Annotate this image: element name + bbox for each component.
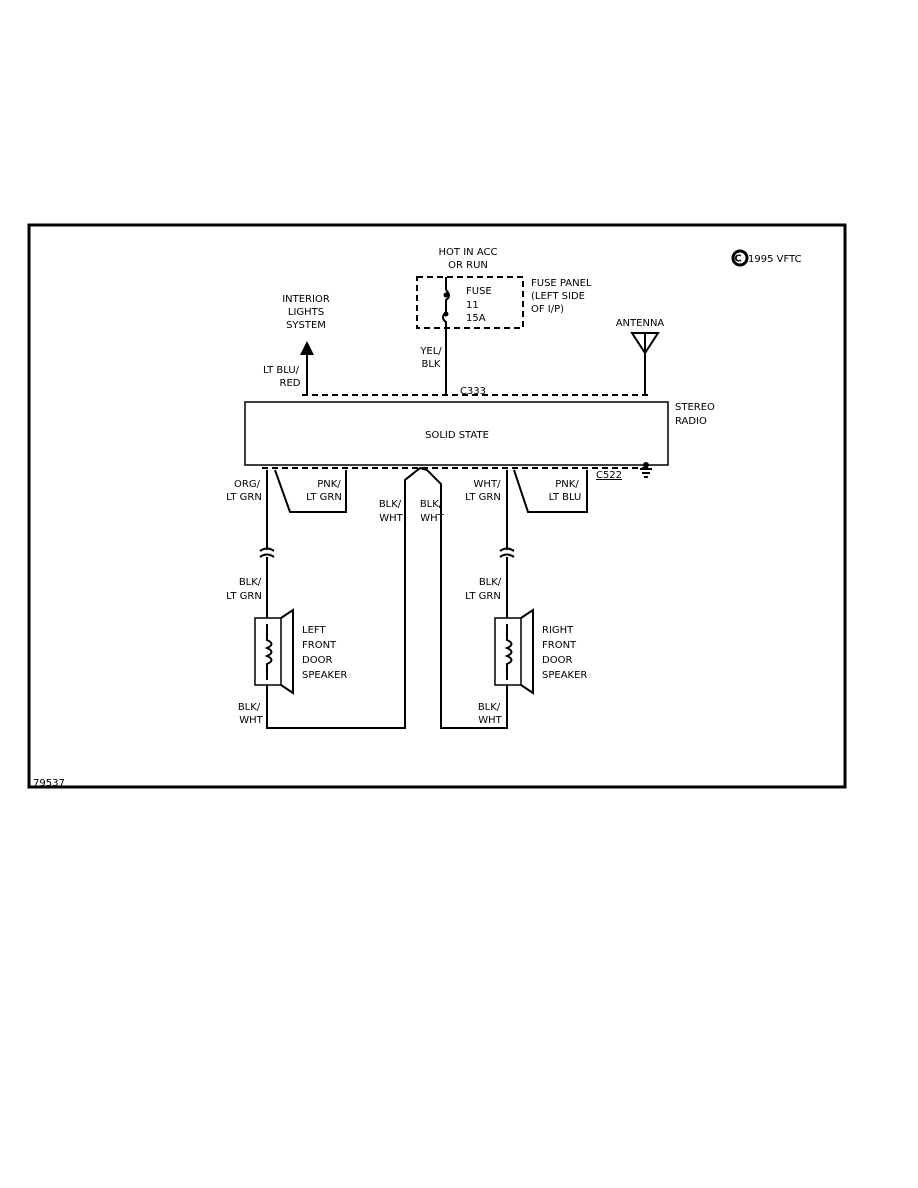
wire-pnk-lt-grn-label2: LT GRN [306, 492, 342, 503]
wire-blk-wht-right-label2: WHT [420, 513, 444, 524]
interior-line3: SYSTEM [286, 320, 326, 331]
antenna-icon [630, 332, 660, 394]
fuse-terminal-bottom [443, 311, 449, 317]
wire-org-lt-grn-label1: ORG/ [234, 479, 261, 490]
right-speaker-coil-icon [504, 624, 513, 680]
wire-pnk-lt-grn-label1: PNK/ [317, 479, 341, 490]
radio-type: SOLID STATE [425, 430, 489, 441]
copyright-c: C [734, 254, 741, 265]
wire-wht-lt-grn-label2: LT GRN [465, 492, 501, 503]
right-speaker-line2: FRONT [542, 640, 577, 651]
wire-left-blk-wht [266, 466, 428, 729]
right-speaker-cone [520, 608, 534, 695]
wire-org-lt-grn-label2: LT GRN [226, 492, 262, 503]
antenna-label: ANTENNA [616, 318, 665, 329]
wire-blk-wht-left-label2: WHT [379, 513, 403, 524]
power-label-line2: OR RUN [448, 260, 488, 271]
wire-blk-wht-right-label1: BLK/ [420, 499, 443, 510]
left-blk-lt-grn-label1: BLK/ [239, 577, 262, 588]
right-blk-wht-low-label2: WHT [478, 715, 502, 726]
radio-name1: STEREO [675, 402, 715, 413]
connector-c333-label: C333 [460, 386, 486, 397]
right-blk-wht-low-label1: BLK/ [478, 702, 501, 713]
copyright-icon [731, 249, 749, 267]
wire-pnk-lt-blu-label2: LT BLU [549, 492, 582, 503]
ground-icon [640, 465, 652, 478]
wire-yel-blk-label2: BLK [422, 359, 441, 370]
left-blk-wht-low-label2: WHT [239, 715, 263, 726]
interior-arrow-icon [300, 341, 314, 355]
right-blk-lt-grn-label1: BLK/ [479, 577, 502, 588]
left-blk-lt-grn-label2: LT GRN [226, 591, 262, 602]
left-speaker-line1: LEFT [302, 625, 326, 636]
fuse-panel-box [416, 276, 524, 329]
interior-line2: LIGHTS [288, 307, 324, 318]
left-speaker-line4: SPEAKER [302, 670, 347, 681]
wire-blk-wht-left-label1: BLK/ [379, 499, 402, 510]
power-label-line1: HOT IN ACC [439, 247, 498, 258]
left-speaker-line3: DOOR [302, 655, 332, 666]
wire-yel-blk-label1: YEL/ [419, 346, 442, 357]
stereo-radio-box [244, 401, 669, 466]
fuse-terminal-top [443, 292, 449, 298]
radio-name2: RADIO [675, 416, 707, 427]
copyright-text: 1995 VFTC [748, 254, 802, 265]
right-speaker-line4: SPEAKER [542, 670, 587, 681]
diagram-frame [27, 223, 847, 789]
right-speaker-line3: DOOR [542, 655, 572, 666]
connector-c522-label: C522 [596, 470, 622, 481]
fuse-panel-line2: (LEFT SIDE [531, 291, 585, 302]
wire-pnk-lt-blu-label1: PNK/ [555, 479, 579, 490]
fuse-panel-line1: FUSE PANEL [531, 278, 592, 289]
wire-pnk-lt-grn [274, 469, 347, 513]
fuse-label: FUSE [466, 286, 492, 297]
fuse-rating: 15A [466, 313, 486, 324]
fuse-number: 11 [466, 300, 479, 311]
right-inline-connector-icon [499, 547, 515, 558]
wire-right-blk-wht [426, 469, 508, 729]
right-speaker-line1: RIGHT [542, 625, 574, 636]
left-inline-connector-icon [259, 547, 275, 558]
left-speaker-line2: FRONT [302, 640, 337, 651]
wire-wht-lt-grn-label1: WHT/ [474, 479, 502, 490]
left-blk-wht-low-label1: BLK/ [238, 702, 261, 713]
interior-line1: INTERIOR [282, 294, 330, 305]
wire-lt-blu-red-label1: LT BLU/ [263, 365, 300, 376]
left-speaker-coil-icon [264, 624, 273, 680]
right-blk-lt-grn-label2: LT GRN [465, 591, 501, 602]
figure-id: 79537 [33, 778, 65, 789]
fuse-panel-line3: OF I/P) [531, 304, 564, 315]
wire-pnk-lt-blu [513, 469, 588, 513]
wire-lt-blu-red-label2: RED [280, 378, 301, 389]
left-speaker-cone [280, 608, 294, 695]
